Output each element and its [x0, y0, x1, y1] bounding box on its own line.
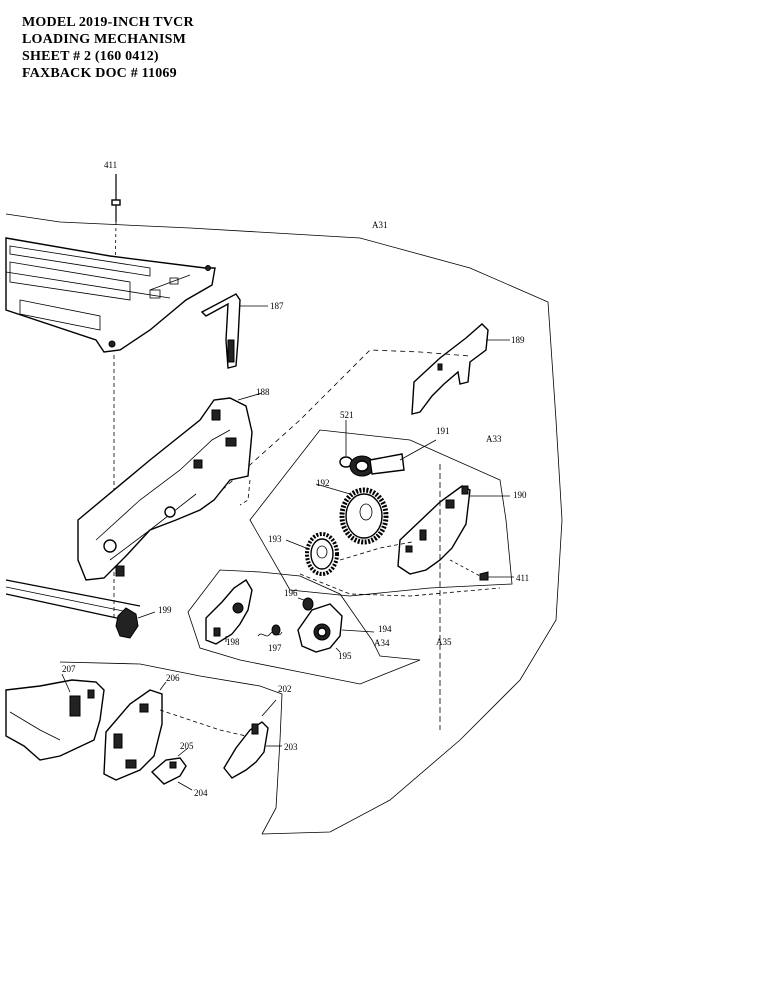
- callout-193: 193: [268, 534, 282, 544]
- bracket-189: [411, 323, 510, 415]
- callout-196: 196: [284, 588, 298, 598]
- spring-197: [257, 624, 283, 637]
- sheet-number: SHEET # 2 (160 0412): [22, 49, 159, 64]
- callout-195: 195: [338, 651, 352, 661]
- callout-197: 197: [268, 643, 282, 653]
- callout-202: 202: [278, 684, 292, 694]
- callout-a31: A31: [372, 220, 388, 230]
- callout-194: 194: [378, 624, 392, 634]
- callout-a33: A33: [486, 434, 502, 444]
- document-header: MODEL 2019-INCH TVCR LOADING MECHANISM S…: [22, 14, 194, 82]
- callout-189: 189: [511, 335, 525, 345]
- callout-205: 205: [180, 741, 194, 751]
- callout-411-right: 411: [516, 573, 529, 583]
- gear-191: [349, 439, 437, 477]
- faxback-doc: FAXBACK DOC # 11069: [22, 66, 177, 81]
- callout-191: 191: [436, 426, 450, 436]
- latch-205: [150, 747, 193, 791]
- lower-assembly-outline: [59, 661, 283, 835]
- subassembly-a33-outline: [249, 429, 513, 597]
- callout-188: 188: [256, 387, 270, 397]
- callout-521: 521: [340, 410, 354, 420]
- callout-204: 204: [194, 788, 208, 798]
- washer-521: [339, 420, 353, 468]
- lower-chassis-207: [5, 673, 105, 761]
- plate-190: [397, 485, 510, 575]
- gear-193: [285, 532, 339, 576]
- lever-203: [223, 699, 282, 779]
- callout-198: 198: [226, 637, 240, 647]
- gear-196: [297, 597, 314, 611]
- callout-187: 187: [270, 301, 284, 311]
- callout-411-top: 411: [104, 160, 117, 170]
- callout-203: 203: [284, 742, 298, 752]
- callout-199: 199: [158, 605, 172, 615]
- callout-207: 207: [62, 664, 76, 674]
- lever-198: [205, 579, 253, 645]
- callout-a34: A34: [374, 638, 390, 648]
- section-title: LOADING MECHANISM: [22, 32, 187, 47]
- lever-187: [200, 293, 268, 369]
- screw-411-right: [449, 559, 514, 581]
- subassembly-a34-outline: [187, 569, 421, 685]
- guide-rod: [5, 579, 156, 639]
- callout-192: 192: [316, 478, 330, 488]
- callout-a35: A35: [436, 637, 452, 647]
- chassis-frame: [5, 237, 216, 353]
- loading-frame-188: [77, 392, 263, 581]
- cam-gear-192: [315, 483, 389, 545]
- assembly-boundary-a31: [5, 213, 563, 835]
- cam-assembly-194-195: [297, 603, 375, 653]
- bracket-206: [103, 681, 167, 781]
- model-title: MODEL 2019-INCH TVCR: [22, 15, 194, 30]
- callout-206: 206: [166, 673, 180, 683]
- callout-190: 190: [513, 490, 527, 500]
